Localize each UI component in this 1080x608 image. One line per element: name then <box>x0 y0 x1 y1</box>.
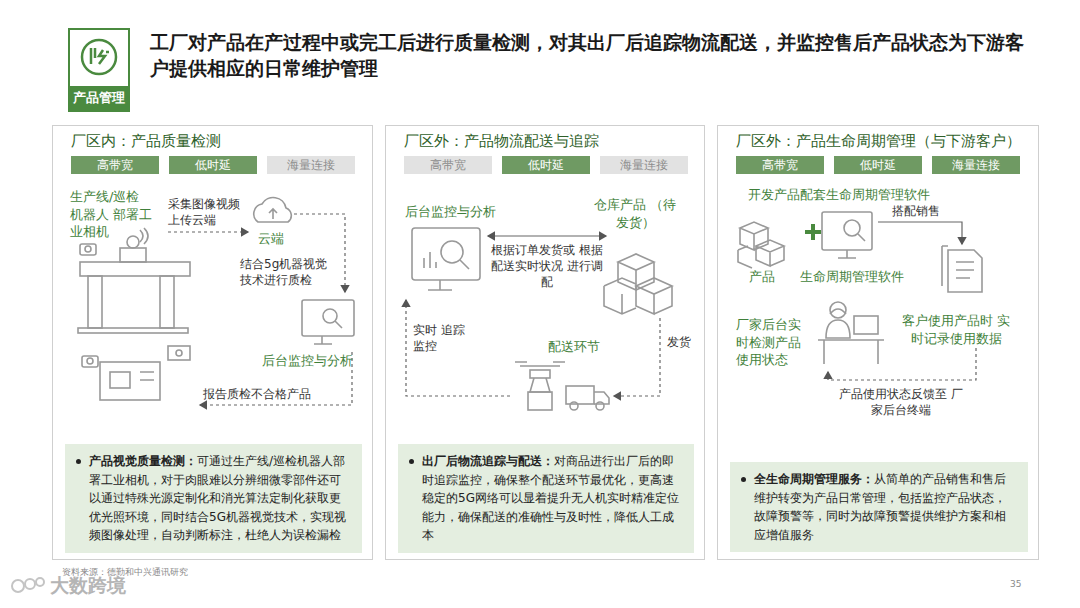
bullet-dot <box>409 459 414 464</box>
diagram-label: 开发产品配套生命周期管理软件 <box>748 186 968 204</box>
panel-heading: 厂区外：产品物流配送与追踪 <box>404 132 599 151</box>
watermark: 大数跨境 <box>50 573 160 599</box>
note-box: 产品视觉质量检测：可通过生产线/巡检机器人部署工业相机，对于肉眼难以分辨细微零部… <box>65 444 362 553</box>
diagram-label: 厂家后台实时检测产品使用状态 <box>736 316 806 369</box>
feature-tag: 高带宽 <box>71 156 159 174</box>
feature-tag: 低时延 <box>502 156 590 174</box>
diagram-label: 仓库产品 （待发货） <box>592 196 678 231</box>
diagram-label: 后台监控与分析 <box>262 352 362 370</box>
panel1-art <box>78 198 354 400</box>
feature-tag: 海量连接 <box>267 156 355 174</box>
note-heading: 全生命周期管理服务： <box>754 472 874 486</box>
diagram-label: 生产线/巡检 机器人 部署工业相机 <box>70 188 156 241</box>
flow-arrow <box>828 348 976 380</box>
icon-box: 产品管理 <box>68 28 130 112</box>
feature-tag: 高带宽 <box>736 156 824 174</box>
note-box: 出厂后物流追踪与配送：对商品进行出厂后的即时追踪监控，确保整个配送环节最优化，更… <box>398 444 694 553</box>
note-box: 全生命周期管理服务：从简单的产品销售和售后维护转变为产品日常管理，包括监控产品状… <box>730 462 1028 552</box>
header-icon <box>82 40 116 74</box>
diagram-label: 客户使用产品时 实时记录使用数据 <box>900 312 1012 347</box>
diagram-label: 根据订单发货或 根据配送实时状况 进行调配 <box>488 242 606 291</box>
diagram-label: 实时 追踪监控 <box>413 322 469 354</box>
diagram-label: 报告质检不合格产品 <box>203 386 333 402</box>
feature-tag: 海量连接 <box>932 156 1020 174</box>
diagram-label: 配送环节 <box>548 338 618 356</box>
diagram-label: 后台监控与分析 <box>405 203 515 221</box>
flow-arrow <box>406 300 660 396</box>
diagram-label: 发货 <box>667 334 697 350</box>
feature-tag: 低时延 <box>834 156 922 174</box>
diagram-label: 产品使用状态反馈至 厂家后台终端 <box>838 386 964 418</box>
flow-arrow <box>878 222 962 244</box>
diagram-label: 云端 <box>258 230 298 248</box>
feature-tag: 高带宽 <box>404 156 492 174</box>
bullet-dot <box>741 477 746 482</box>
panel-heading: 厂区内：产品质量检测 <box>71 132 221 151</box>
feature-tag: 低时延 <box>169 156 257 174</box>
panel2-art <box>412 228 672 410</box>
note-heading: 出厂后物流追踪与配送： <box>422 454 554 468</box>
diagram-label: 生命周期管理软件 <box>800 268 920 286</box>
note-heading: 产品视觉质量检测： <box>89 454 197 468</box>
bullet-dot <box>76 459 81 464</box>
icon-label: 产品管理 <box>70 86 128 110</box>
watermark-logo <box>12 578 44 592</box>
page-number: 35 <box>1010 578 1040 590</box>
diagram-label: 搭配销售 <box>892 203 952 219</box>
diagram-label: 结合5g机器视觉 技术进行质检 <box>240 256 338 288</box>
flow-arrow <box>488 235 606 236</box>
panel-heading: 厂区外：产品生命周期管理（与下游客户） <box>736 132 1021 151</box>
page-title: 工厂对产品在产过程中或完工后进行质量检测，对其出厂后追踪物流配送，并监控售后产品… <box>150 30 1040 81</box>
flow-arrow <box>168 214 352 405</box>
feature-tag: 海量连接 <box>600 156 688 174</box>
diagram-label: 采集图像视频 上传云端 <box>168 196 248 228</box>
plus-sign <box>805 224 821 240</box>
diagram-label: 产品 <box>749 268 789 286</box>
